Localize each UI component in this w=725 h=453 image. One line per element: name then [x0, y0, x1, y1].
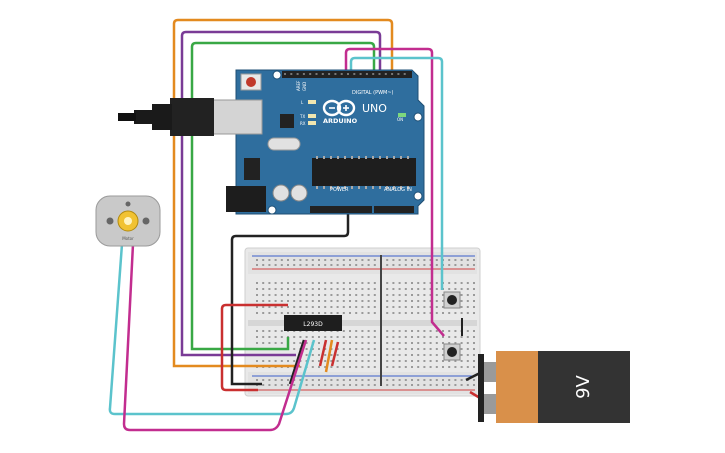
digital-header-label: DIGITAL (PWM~) [352, 90, 394, 96]
pushbutton-bottom[interactable] [443, 343, 461, 361]
wire-chip-red-1[interactable] [318, 339, 328, 367]
wire-magenta-button[interactable] [344, 47, 445, 337]
l293d-chip[interactable]: L293D [284, 315, 342, 331]
rx-label: RX [300, 121, 306, 126]
wire-green[interactable] [190, 41, 376, 351]
on-label: ON [397, 117, 403, 122]
wire-black-gnd[interactable] [230, 212, 350, 386]
breadboard[interactable] [244, 247, 481, 397]
wire-chip-black[interactable] [288, 339, 306, 385]
wire-orange[interactable] [172, 18, 394, 368]
wire-chip-red-2[interactable] [330, 341, 340, 367]
gnd-label: GND [302, 82, 307, 91]
arduino-brand-text: ARDUINO [323, 117, 358, 125]
wire-motor-magenta[interactable] [122, 243, 308, 432]
wire-chip-orange[interactable] [324, 339, 334, 373]
arduino-uno-board[interactable]: ARDUINO UNO DIGITAL (PWM~) POWER ANALOG … [211, 69, 425, 215]
wire-cyan-button[interactable] [349, 56, 444, 290]
aref-label: AREF [296, 80, 301, 91]
wire-purple[interactable] [180, 30, 382, 357]
motor-label: Motor [122, 236, 134, 241]
arduino-logo-icon [322, 99, 356, 117]
dc-motor[interactable]: Motor [95, 195, 161, 247]
chip-label: L293D [303, 321, 323, 328]
usb-cable[interactable] [118, 98, 214, 136]
pushbutton-top[interactable] [443, 291, 461, 309]
arduino-model-text: UNO [362, 102, 387, 115]
battery-label: 9V [573, 374, 594, 398]
wire-red-rail[interactable] [220, 303, 288, 392]
power-label: POWER [330, 187, 349, 193]
l-label: L [301, 100, 304, 105]
battery-9v[interactable]: 9V [478, 351, 630, 423]
tx-label: TX [299, 114, 305, 119]
analog-label: ANALOG IN [384, 187, 412, 193]
wire-motor-cyan[interactable] [108, 243, 316, 416]
